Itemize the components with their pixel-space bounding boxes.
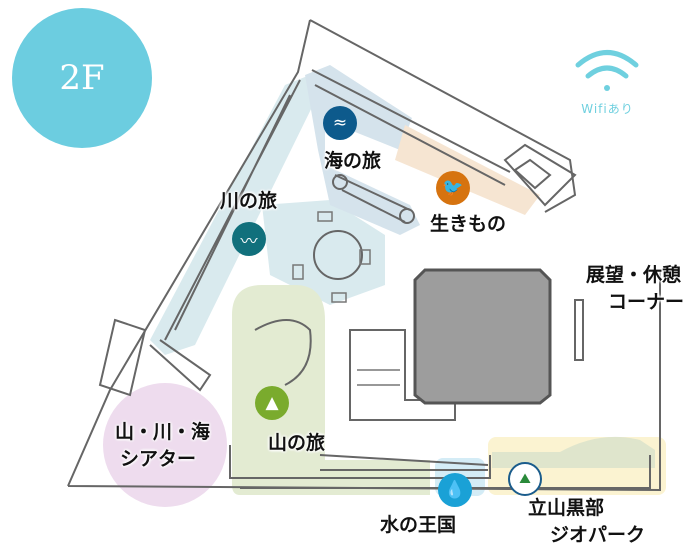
bird-icon[interactable]: 🐦 [436, 171, 470, 205]
label-observation-1[interactable]: 展望・休憩 [586, 264, 682, 286]
label-creatures[interactable]: 生きもの [430, 213, 507, 235]
floor-badge: 2F [12, 8, 152, 148]
zone-mountain-area[interactable] [232, 285, 430, 495]
wave-icon[interactable]: ≈ [323, 106, 357, 140]
wifi-label: Wifiあり [581, 102, 634, 116]
mountain-icon[interactable]: ▲ [255, 386, 289, 420]
label-theater-2[interactable]: シアター [120, 448, 197, 470]
water-drop-icon[interactable]: 💧 [438, 473, 472, 507]
label-geopark-2[interactable]: ジオパーク [550, 524, 646, 546]
label-geopark-1[interactable]: 立山黒部 [528, 497, 605, 519]
wifi-icon [575, 50, 639, 91]
geopark-mountain-shape [492, 436, 655, 468]
zone-theater-area[interactable] [103, 383, 227, 507]
label-mountain[interactable]: 山の旅 [268, 432, 326, 454]
label-sea[interactable]: 海の旅 [324, 150, 382, 172]
river-icon[interactable]: 〰 [232, 222, 266, 256]
zone-river-area[interactable] [150, 75, 385, 355]
label-water[interactable]: 水の王国 [380, 514, 457, 536]
zone-creatures-area[interactable] [395, 125, 540, 215]
geopark-logo-icon[interactable]: ⛰ [508, 462, 542, 496]
label-theater-1[interactable]: 山・川・海 [115, 421, 211, 443]
label-observation-2[interactable]: コーナー [608, 291, 685, 313]
label-river[interactable]: 川の旅 [220, 190, 278, 212]
central-hall [413, 268, 552, 405]
